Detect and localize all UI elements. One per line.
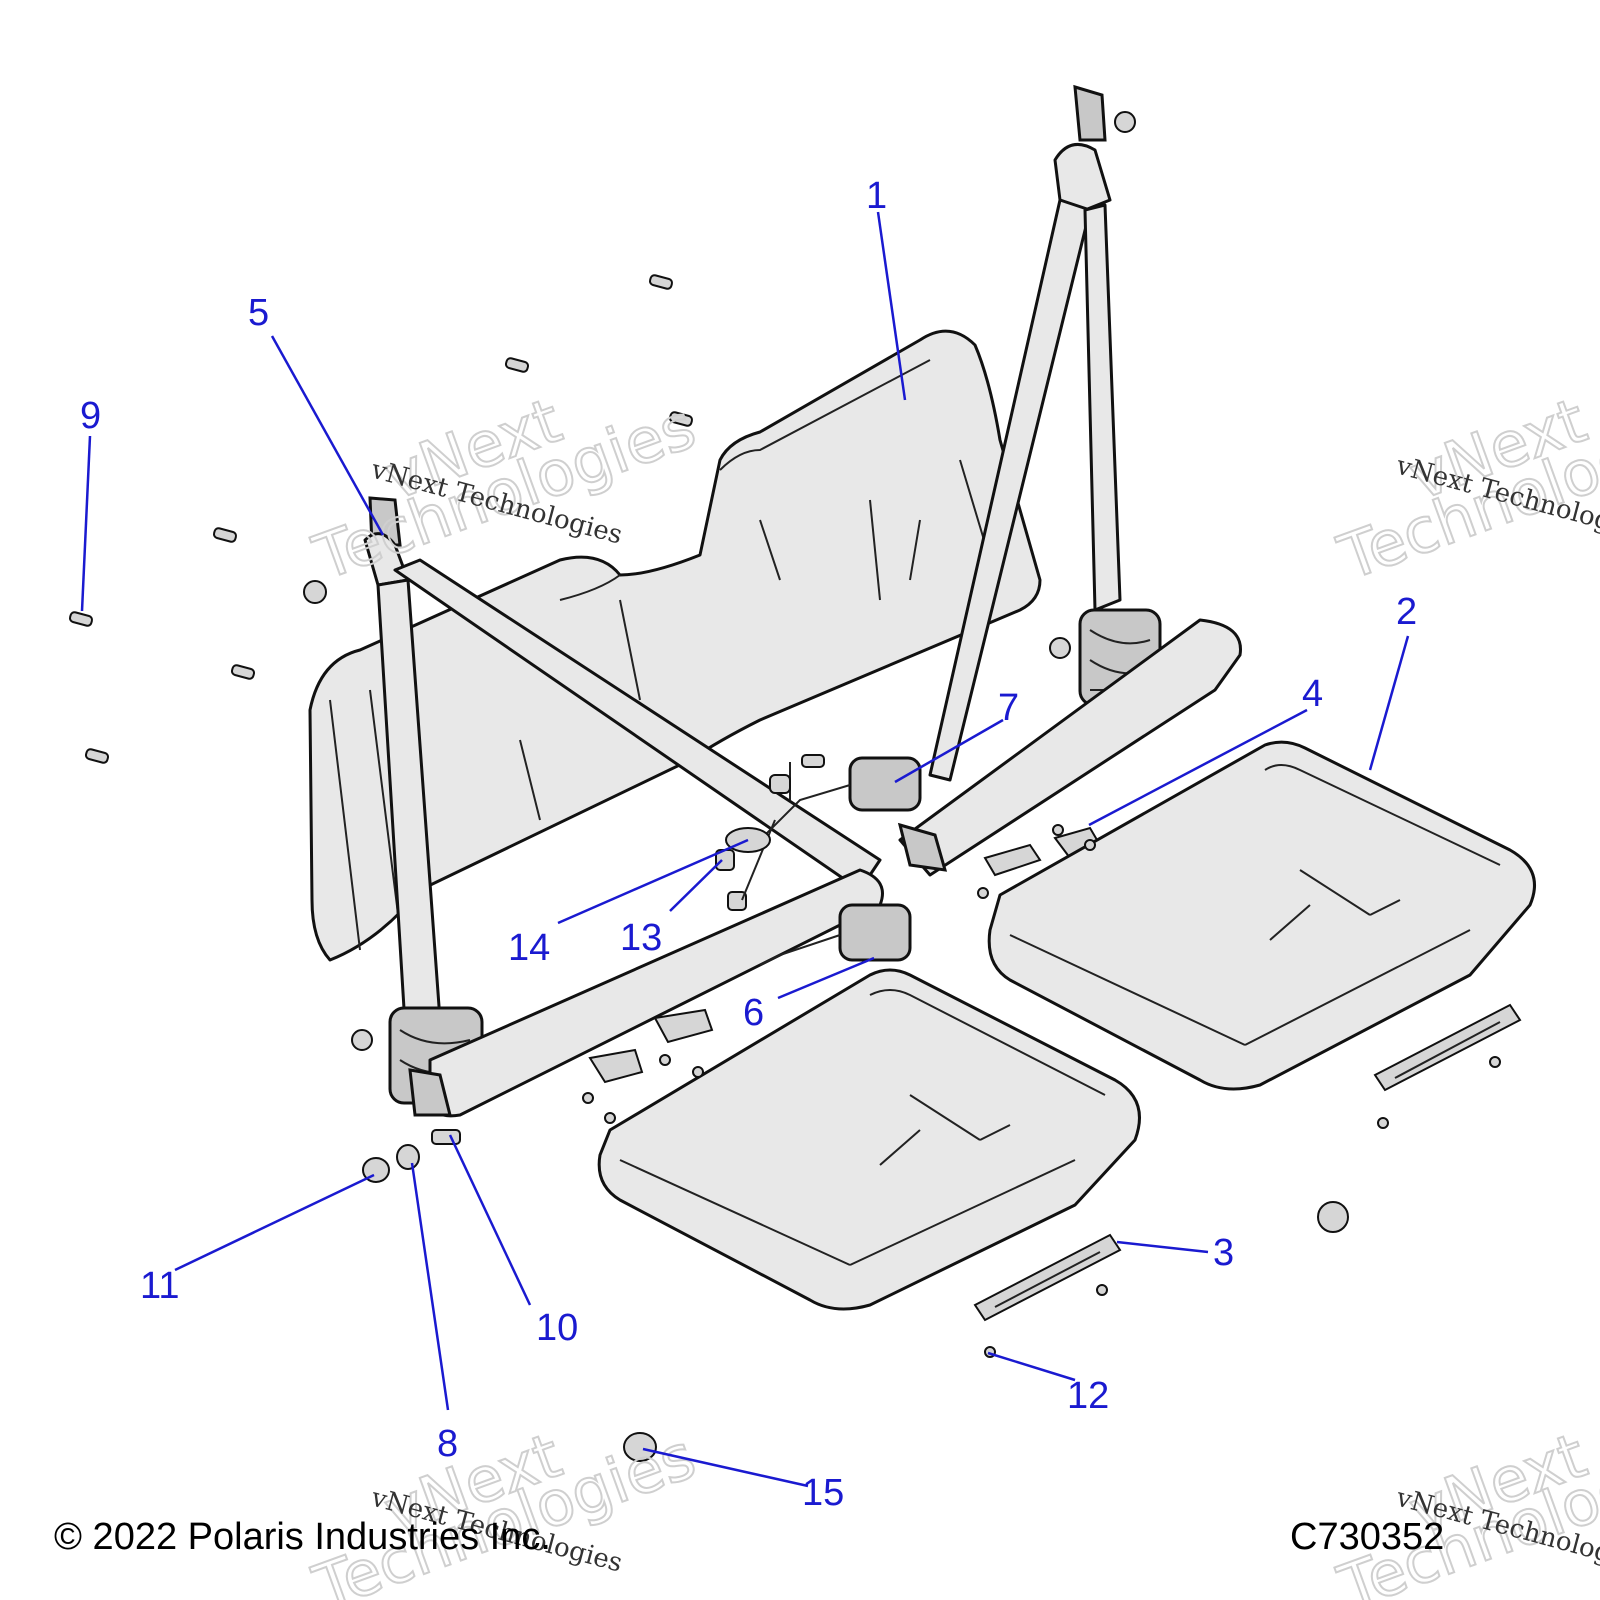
bolt-set [68,274,1501,1358]
left-seat-belt [303,496,884,1118]
callout-11: 11 [140,1265,179,1307]
callout-3: 3 [1213,1232,1234,1274]
callout-13: 13 [620,917,662,959]
callout-14: 14 [508,927,550,969]
buckle-part-6 [759,903,912,966]
seat-cushion-left-part-2 [597,968,1141,1311]
callout-5: 5 [248,292,269,334]
rail-part-3 [973,1003,1522,1322]
part-8-washer [396,1144,420,1170]
callout-9: 9 [80,395,101,437]
part-10-bolt [431,1129,461,1145]
bracket-part-4 [588,826,1102,1084]
callout-1: 1 [866,175,887,217]
callout-12: 12 [1067,1375,1109,1417]
buckle-part-7 [759,756,922,841]
leader-lines [80,211,1410,1488]
part-13-hardware [715,819,776,911]
right-seat-belt [897,84,1242,877]
callout-7: 7 [998,687,1019,729]
part-15-nut [623,1201,1349,1462]
seat-cushion-right-part-2 [987,740,1536,1091]
drawing-number: C730352 [1290,1516,1445,1558]
callout-4: 4 [1302,673,1323,715]
callout-6: 6 [743,992,764,1034]
callout-15: 15 [802,1472,844,1514]
callout-10: 10 [536,1307,578,1349]
callout-8: 8 [437,1423,458,1465]
copyright-notice: © 2022 Polaris Industries Inc. [54,1516,551,1558]
watermark: vNext Technologies vNext Technologies vN… [303,383,1600,1600]
callout-2: 2 [1396,591,1417,633]
seat-back-part [308,329,1042,962]
